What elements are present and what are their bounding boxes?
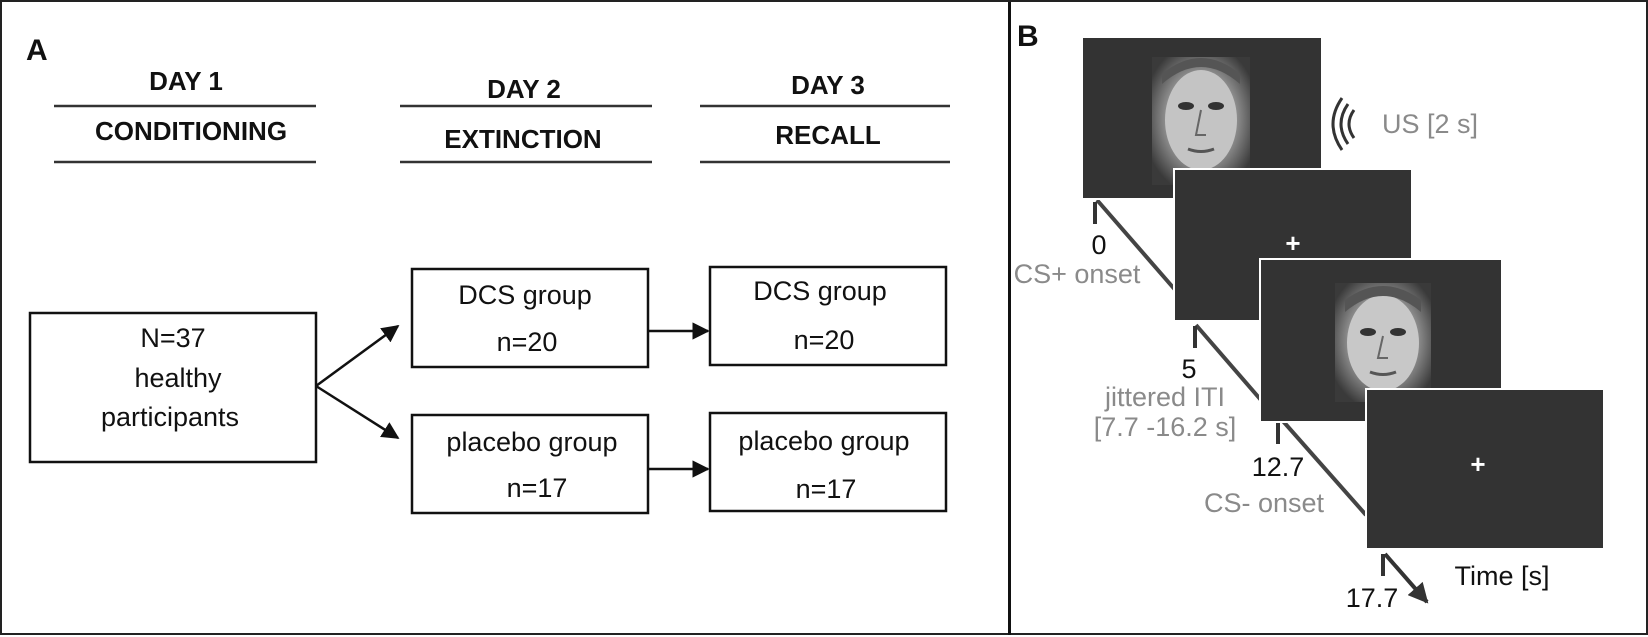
participants-count: N=37 [140, 323, 205, 353]
day3-phase: RECALL [775, 120, 881, 150]
day2-phase: EXTINCTION [444, 124, 601, 154]
timeline-seg-3 [1280, 418, 1368, 517]
timeline-seg-1 [1095, 198, 1179, 294]
day2-placebo-box [410, 413, 650, 515]
participants-box [28, 311, 318, 464]
day3-dcs-group: DCS group [753, 276, 887, 306]
iti-label: jittered ITI [1104, 382, 1225, 412]
day3-dcs-n: n=20 [794, 325, 855, 355]
timeline-arrow [1383, 552, 1429, 604]
panel-a-letter: A [26, 34, 48, 67]
time-axis-label: Time [s] [1454, 561, 1549, 591]
day2-placebo-n: n=17 [507, 473, 568, 503]
face-photo-2 [1335, 283, 1431, 402]
day2-dcs-n: n=20 [497, 327, 558, 357]
day2-title: DAY 2 [487, 74, 561, 104]
time-0: 0 [1091, 230, 1106, 260]
time-5: 5 [1181, 354, 1196, 384]
day3-placebo-group: placebo group [738, 426, 909, 456]
day3-dcs-box [708, 265, 948, 367]
fixation-cross-2: + [1470, 449, 1485, 479]
day2-placebo-group: placebo group [446, 427, 617, 457]
screen-iti-2 [1365, 388, 1605, 550]
day3-placebo-n: n=17 [796, 474, 857, 504]
panel-divider [1008, 2, 1011, 635]
iti-range-label: [7.7 -16.2 s] [1094, 412, 1237, 442]
sound-waves-icon [1331, 97, 1356, 151]
day3-title: DAY 3 [791, 70, 865, 100]
panel-b-letter: B [1017, 20, 1039, 53]
participants-line3: participants [101, 402, 239, 432]
face-photo-1 [1152, 57, 1250, 185]
time-12-7: 12.7 [1252, 452, 1305, 482]
day2-dcs-box [410, 267, 650, 369]
arrow-to-dcs [315, 324, 400, 388]
participants-line2: healthy [134, 363, 222, 393]
day1-phase: CONDITIONING [95, 116, 287, 146]
fixation-cross-1: + [1285, 228, 1300, 258]
arrow-to-placebo [315, 384, 400, 440]
day2-dcs-group: DCS group [458, 280, 592, 310]
day1-title: DAY 1 [149, 66, 223, 96]
timeline-seg-2 [1194, 323, 1269, 409]
cs-minus-onset-label: CS- onset [1204, 488, 1325, 518]
us-label: US [2 s] [1382, 109, 1478, 139]
day3-placebo-box [708, 411, 948, 513]
time-17-7: 17.7 [1346, 583, 1399, 613]
cs-plus-onset-label: CS+ onset [1014, 259, 1141, 289]
